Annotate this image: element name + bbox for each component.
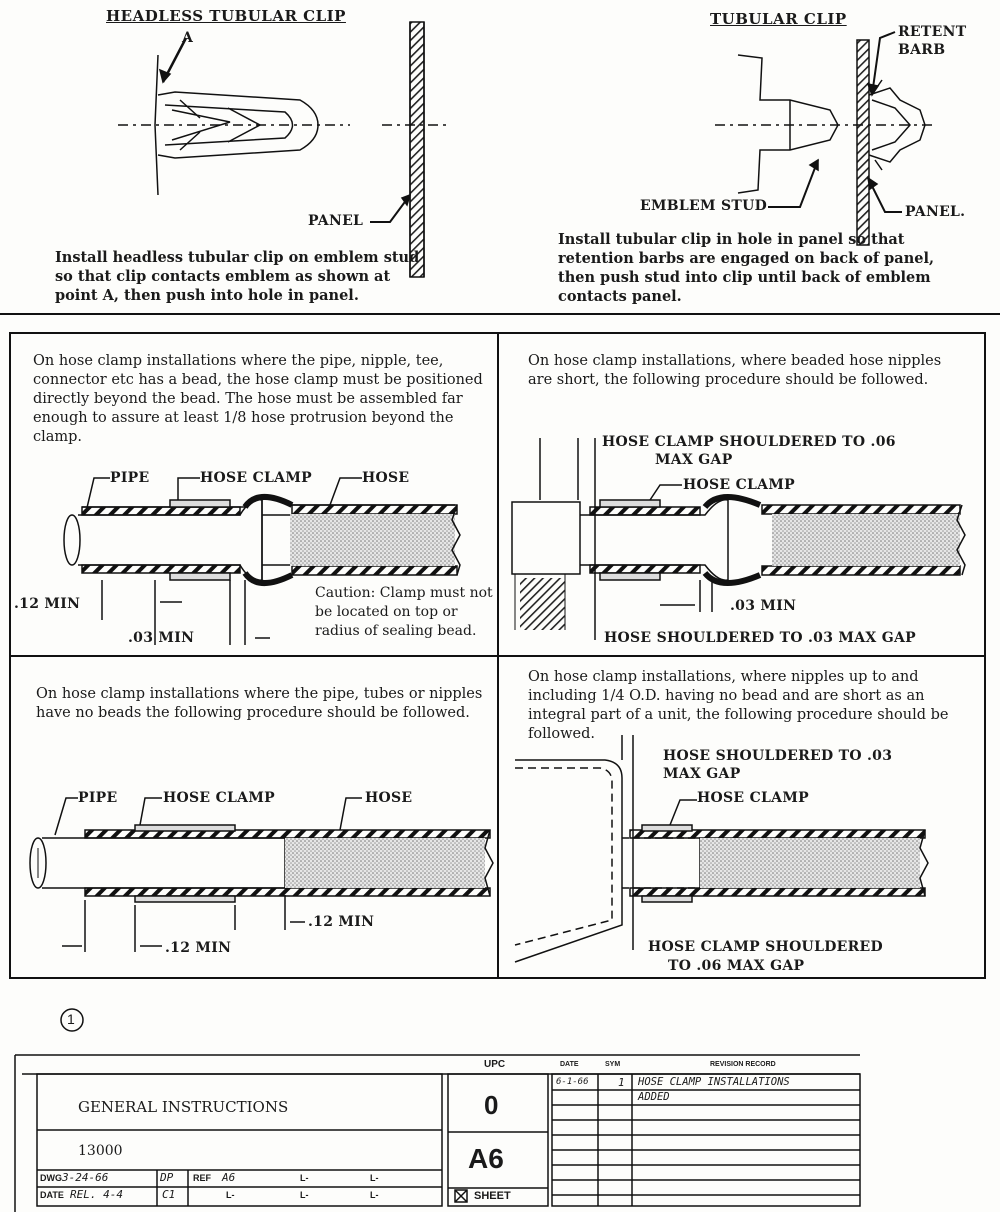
box2-clamp-shoulder-gap: MAX GAP [655, 452, 733, 468]
box4-clamp-shoulder-label: HOSE CLAMP SHOULDERED [648, 939, 883, 955]
box3-diagram [29, 797, 494, 952]
rev-sym: 1 [618, 1076, 625, 1089]
box4-diagram [514, 735, 929, 963]
dwg-label: DWG [40, 1173, 62, 1183]
upc-value: 0 [484, 1090, 499, 1120]
rev-record-line-1: HOSE CLAMP INSTALLATIONS [638, 1076, 790, 1088]
page-code: A6 [468, 1143, 504, 1174]
box1-hose-label: HOSE [362, 470, 410, 486]
title-block-lines [14, 1008, 861, 1212]
date-value: REL. 4-4 [70, 1188, 123, 1201]
box1-text: On hose clamp installations where the pi… [33, 353, 483, 445]
box3-hose-label: HOSE [365, 790, 413, 806]
l-marker-1: L- [300, 1173, 309, 1183]
l-marker-5: L- [370, 1190, 379, 1200]
tubular-clip-drawing [715, 31, 935, 246]
barb-label: BARB [898, 42, 946, 58]
box2-text: On hose clamp installations, where beade… [528, 353, 942, 388]
box3-dim-12-min-right: .12 MIN [308, 914, 375, 930]
box4-text: On hose clamp installations, where nippl… [528, 669, 949, 742]
ref-value: A6 [222, 1171, 236, 1184]
panel-label-right: PANEL. [905, 204, 966, 220]
box4-hose-shoulder-gap: MAX GAP [663, 766, 741, 782]
rev-record-header: REVISION RECORD [710, 1061, 776, 1068]
point-a-label: A [182, 30, 194, 46]
box3-hose-clamp-label: HOSE CLAMP [163, 790, 275, 806]
box4-hose-shoulder-label: HOSE SHOULDERED TO .03 [663, 748, 893, 764]
document-title: GENERAL INSTRUCTIONS [78, 1098, 289, 1116]
rev-date-header: DATE [560, 1061, 579, 1068]
headless-clip-title: HEADLESS TUBULAR CLIP [106, 7, 346, 25]
box4-clamp-shoulder-gap: TO .06 MAX GAP [668, 958, 805, 974]
box2-dim-03-min: .03 MIN [730, 598, 797, 614]
box2-hose-clamp-label: HOSE CLAMP [683, 477, 795, 493]
rev-record-line-2: ADDED [638, 1091, 670, 1103]
upc-header: UPC [484, 1059, 506, 1070]
box2-clamp-shoulder-label: HOSE CLAMP SHOULDERED TO .06 [602, 434, 896, 450]
emblem-stud-label: EMBLEM STUD [640, 198, 768, 214]
box1-caution-text: Caution: Clamp must not be located on to… [315, 585, 493, 639]
sheet-label: SHEET [474, 1190, 511, 1202]
box4-hose-clamp-label: HOSE CLAMP [697, 790, 809, 806]
box1-hose-clamp-label: HOSE CLAMP [200, 470, 312, 486]
box3-pipe-label: PIPE [78, 790, 118, 806]
dwg-date: 3-24-66 [62, 1171, 109, 1184]
sheet-revision-mark: 1 [67, 1011, 75, 1027]
ref-label: REF [193, 1173, 211, 1183]
box2-hose-shoulder-label: HOSE SHOULDERED TO .03 MAX GAP [604, 630, 916, 646]
date-code: C1 [162, 1188, 176, 1201]
box1-dim-12-min: .12 MIN [14, 596, 81, 612]
headless-clip-drawing [118, 21, 448, 278]
tubular-clip-title: TUBULAR CLIP [710, 10, 847, 28]
retent-label: RETENT [898, 24, 967, 40]
headless-clip-caption: Install headless tubular clip on emblem … [55, 249, 420, 304]
box1-pipe-label: PIPE [110, 470, 150, 486]
rev-sym-header: SYM [605, 1061, 621, 1068]
tubular-clip-caption: Install tubular clip in hole in panel so… [558, 231, 935, 305]
box2-diagram [511, 438, 966, 640]
dwg-initials: DP [160, 1171, 174, 1184]
box1-dim-03-min: .03 MIN [128, 630, 195, 646]
rev-date: 6-1-66 [556, 1077, 589, 1087]
date-label: DATE [40, 1190, 64, 1200]
l-marker-2: L- [370, 1173, 379, 1183]
box3-text: On hose clamp installations where the pi… [36, 686, 483, 721]
document-number: 13000 [78, 1143, 123, 1159]
l-marker-4: L- [300, 1190, 309, 1200]
panel-label-left: PANEL [308, 213, 364, 229]
box3-dim-12-min-left: .12 MIN [165, 940, 232, 956]
box1-diagram [63, 477, 461, 645]
l-marker-3: L- [226, 1190, 235, 1200]
